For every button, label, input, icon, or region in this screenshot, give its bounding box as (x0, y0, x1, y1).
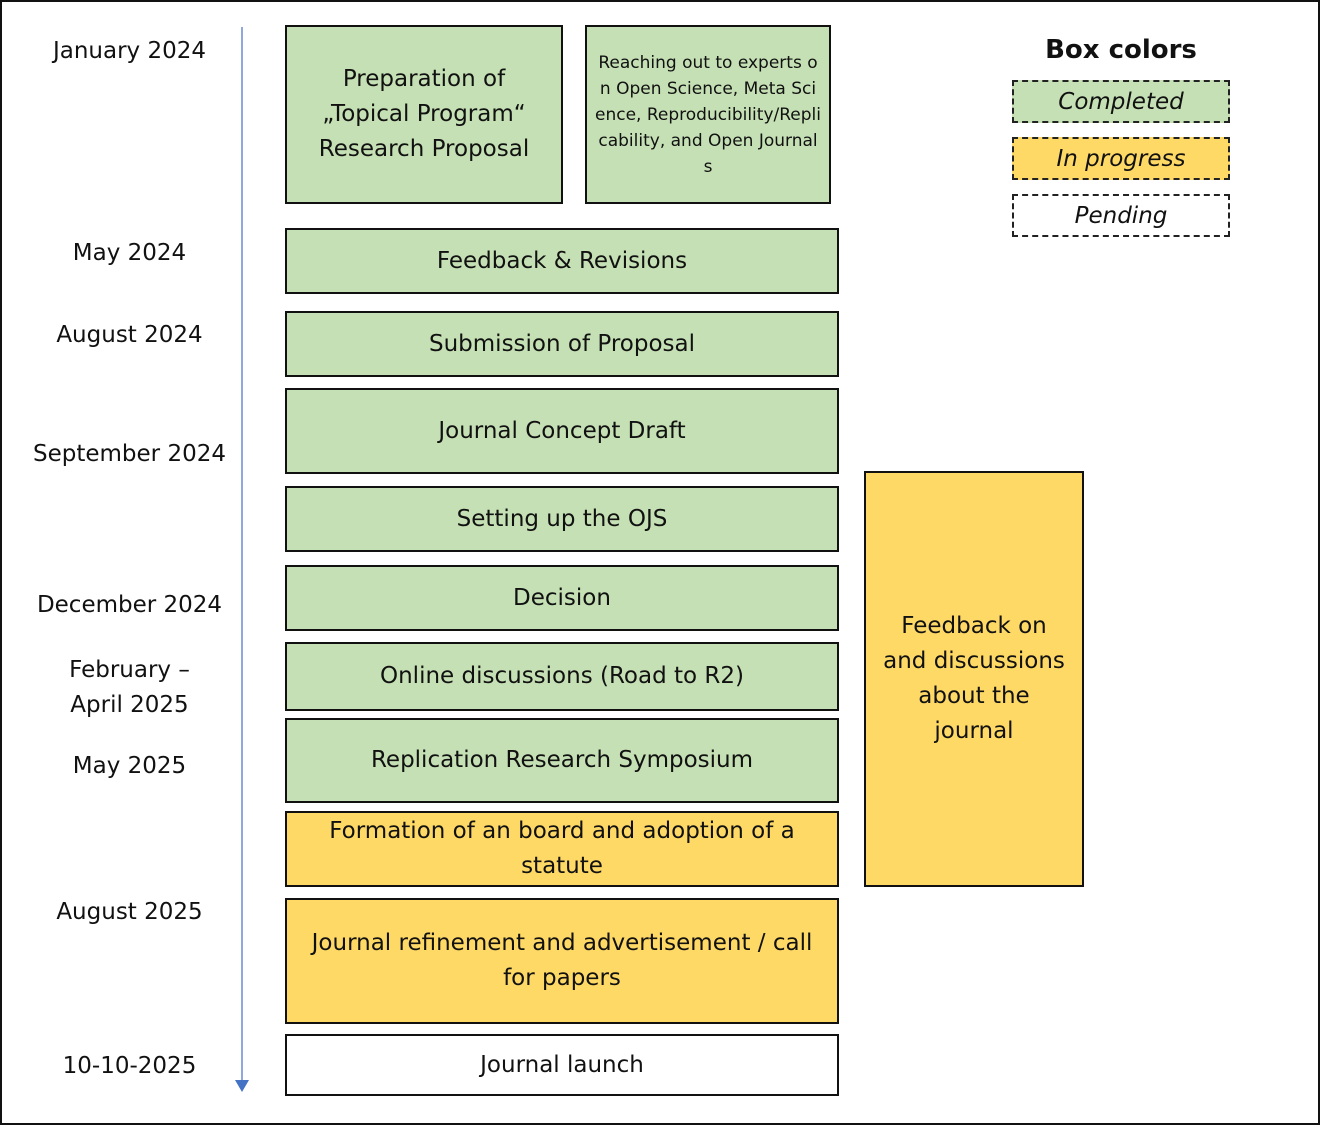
task-box-research-proposal: Preparation of „Topical Program“ Researc… (285, 25, 563, 204)
legend-label: Completed (1058, 88, 1184, 115)
task-label: Decision (513, 584, 611, 611)
task-box-expert-outreach: Reaching out to experts on Open Science,… (585, 25, 831, 204)
task-label: Feedback & Revisions (436, 247, 688, 274)
task-label: Setting up the OJS (456, 505, 668, 532)
task-box-journal-feedback: Feedback on and discussions about the jo… (864, 471, 1084, 887)
legend-title: Box colors (1045, 35, 1197, 65)
arrow-down-icon (235, 1080, 249, 1092)
task-box-decision: Decision (285, 565, 839, 631)
date-label-jan-2024: January 2024 (52, 38, 207, 64)
date-label-aug-2024: August 2024 (56, 322, 203, 348)
task-box-symposium: Replication Research Symposium (285, 718, 839, 803)
task-label: Journal refinement and advertisement / c… (311, 930, 813, 991)
task-label: Reaching out to experts on Open Science,… (595, 52, 821, 177)
task-label: Preparation of „Topical Program“ Researc… (318, 66, 530, 162)
time-axis-line (241, 27, 243, 1082)
legend-item-completed: Completed (1012, 80, 1230, 123)
task-box-ojs-setup: Setting up the OJS (285, 486, 839, 552)
task-box-journal-refinement: Journal refinement and advertisement / c… (285, 898, 839, 1024)
legend-label: Pending (1074, 202, 1168, 229)
date-label-launch: 10-10-2025 (62, 1053, 197, 1079)
task-box-journal-launch: Journal launch (285, 1034, 839, 1096)
task-label: Submission of Proposal (429, 330, 695, 357)
date-label-feb-apr-2025: February – April 2025 (69, 657, 190, 718)
date-label-dec-2024: December 2024 (36, 592, 223, 618)
legend-item-pending: Pending (1012, 194, 1230, 237)
task-box-feedback-revisions: Feedback & Revisions (285, 228, 839, 294)
legend-label: In progress (1056, 145, 1186, 172)
task-box-concept-draft: Journal Concept Draft (285, 388, 839, 474)
date-label-sep-2024: September 2024 (33, 441, 226, 467)
date-label-may-2024: May 2024 (72, 240, 187, 266)
task-label: Journal launch (480, 1051, 644, 1078)
task-label: Feedback on and discussions about the jo… (883, 613, 1065, 744)
task-box-submission: Submission of Proposal (285, 311, 839, 377)
task-label: Online discussions (Road to R2) (380, 663, 744, 689)
legend-item-in-progress: In progress (1012, 137, 1230, 180)
task-label: Replication Research Symposium (370, 747, 754, 773)
task-box-board-formation: Formation of an board and adoption of a … (285, 811, 839, 887)
task-label: Journal Concept Draft (438, 417, 686, 444)
task-box-online-discussions: Online discussions (Road to R2) (285, 642, 839, 711)
date-label-aug-2025: August 2025 (56, 899, 203, 925)
task-label: Formation of an board and adoption of a … (329, 818, 795, 879)
date-label-may-2025: May 2025 (72, 753, 187, 779)
